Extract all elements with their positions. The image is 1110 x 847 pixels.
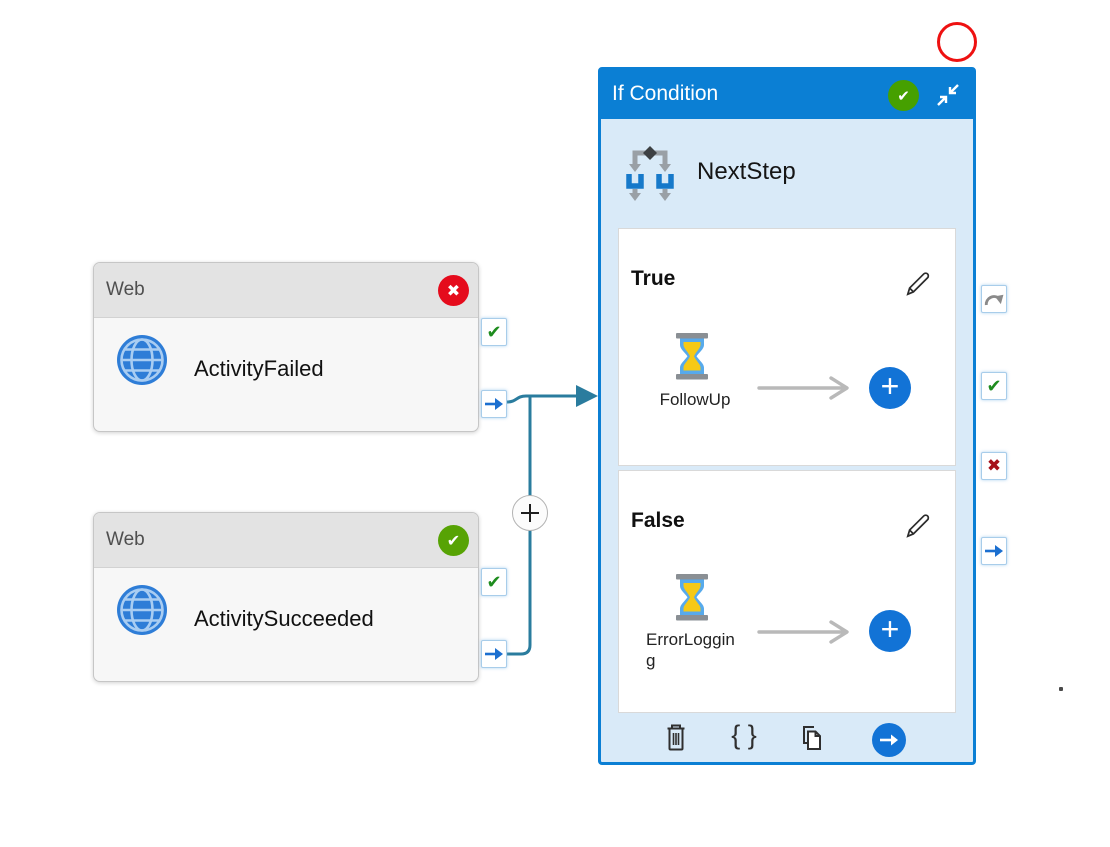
port-completion-ifcondition[interactable] <box>981 537 1007 565</box>
annotation-circle <box>937 22 977 62</box>
port-completion-activitysucceeded[interactable] <box>481 640 507 668</box>
copy-button[interactable] <box>799 724 824 752</box>
branch-card-false[interactable]: False ErrorLogging + <box>618 470 956 713</box>
pencil-icon <box>906 514 930 538</box>
add-activity-true-button[interactable]: + <box>869 367 911 409</box>
panel-title: If Condition <box>612 82 719 105</box>
branch-label: True <box>631 267 676 290</box>
check-icon: ✔ <box>446 532 461 550</box>
cursor-dot <box>1059 687 1063 691</box>
globe-icon <box>116 334 168 386</box>
port-success-activityfailed[interactable]: ✔ <box>481 318 507 346</box>
cross-icon: ✖ <box>986 456 1002 475</box>
branch-activity-name: ErrorLogging <box>646 630 735 670</box>
navigate-into-button[interactable] <box>872 723 906 757</box>
activity-node-body: ActivityFailed <box>94 318 478 432</box>
add-connection-junction-button[interactable] <box>512 495 548 531</box>
if-activity-row <box>623 143 677 205</box>
collapse-button[interactable] <box>935 82 961 108</box>
status-failed-badge: ✖ <box>438 275 469 306</box>
port-completion-activityfailed[interactable] <box>481 390 507 418</box>
port-succeeded-ifcondition[interactable]: ✔ <box>981 372 1007 400</box>
check-icon: ✔ <box>986 375 1002 396</box>
braces-icon: { } <box>731 720 757 750</box>
arrow-right-icon <box>485 648 503 660</box>
activity-name: ActivitySucceeded <box>194 606 374 631</box>
status-succeeded-badge: ✔ <box>888 80 919 111</box>
status-succeeded-badge: ✔ <box>438 525 469 556</box>
activity-node-web-failed[interactable]: Web ✖ ActivityFailed <box>93 262 479 432</box>
code-button[interactable]: { } <box>723 720 765 751</box>
check-icon: ✔ <box>486 571 502 592</box>
if-condition-panel[interactable]: If Condition ✔ Nex <box>598 67 976 765</box>
delete-button[interactable] <box>664 723 688 753</box>
cross-icon: ✖ <box>446 282 461 300</box>
globe-icon <box>116 584 168 636</box>
port-failed-ifcondition[interactable]: ✖ <box>981 452 1007 480</box>
flow-arrow-icon <box>757 376 849 400</box>
plus-junction-icon <box>521 504 539 522</box>
skip-arrow-icon <box>984 294 1004 306</box>
activity-name: ActivityFailed <box>194 356 324 381</box>
plus-icon: + <box>880 611 900 647</box>
if-activity-name: NextStep <box>697 158 796 185</box>
activity-node-body: ActivitySucceeded <box>94 568 478 682</box>
add-activity-false-button[interactable]: + <box>869 610 911 652</box>
branch-card-true[interactable]: True FollowUp + <box>618 228 956 466</box>
check-icon: ✔ <box>897 87 910 105</box>
port-success-activitysucceeded[interactable]: ✔ <box>481 568 507 596</box>
arrow-right-icon <box>485 398 503 410</box>
collapse-icon <box>937 84 959 106</box>
port-skipped-ifcondition[interactable] <box>981 285 1007 313</box>
activity-type-label: Web <box>106 529 145 550</box>
edit-false-branch-button[interactable] <box>901 511 933 543</box>
activity-node-header: Web ✖ <box>94 263 478 318</box>
plus-icon: + <box>880 368 900 404</box>
activity-node-header: Web ✔ <box>94 513 478 568</box>
activity-node-web-succeeded[interactable]: Web ✔ ActivitySucceeded <box>93 512 479 682</box>
edit-true-branch-button[interactable] <box>901 269 933 301</box>
trash-icon <box>667 724 685 751</box>
pencil-icon <box>906 272 930 296</box>
if-condition-icon <box>626 146 674 201</box>
wait-activity-icon[interactable] <box>673 574 711 621</box>
flow-arrow-icon <box>757 620 849 644</box>
arrow-right-icon <box>880 734 898 746</box>
wait-activity-icon[interactable] <box>673 333 711 380</box>
copy-icon <box>803 726 821 750</box>
check-icon: ✔ <box>486 321 502 342</box>
arrow-right-icon <box>985 545 1003 557</box>
activity-type-label: Web <box>106 279 145 300</box>
branch-label: False <box>631 509 685 532</box>
branch-activity-name: FollowUp <box>659 390 731 409</box>
